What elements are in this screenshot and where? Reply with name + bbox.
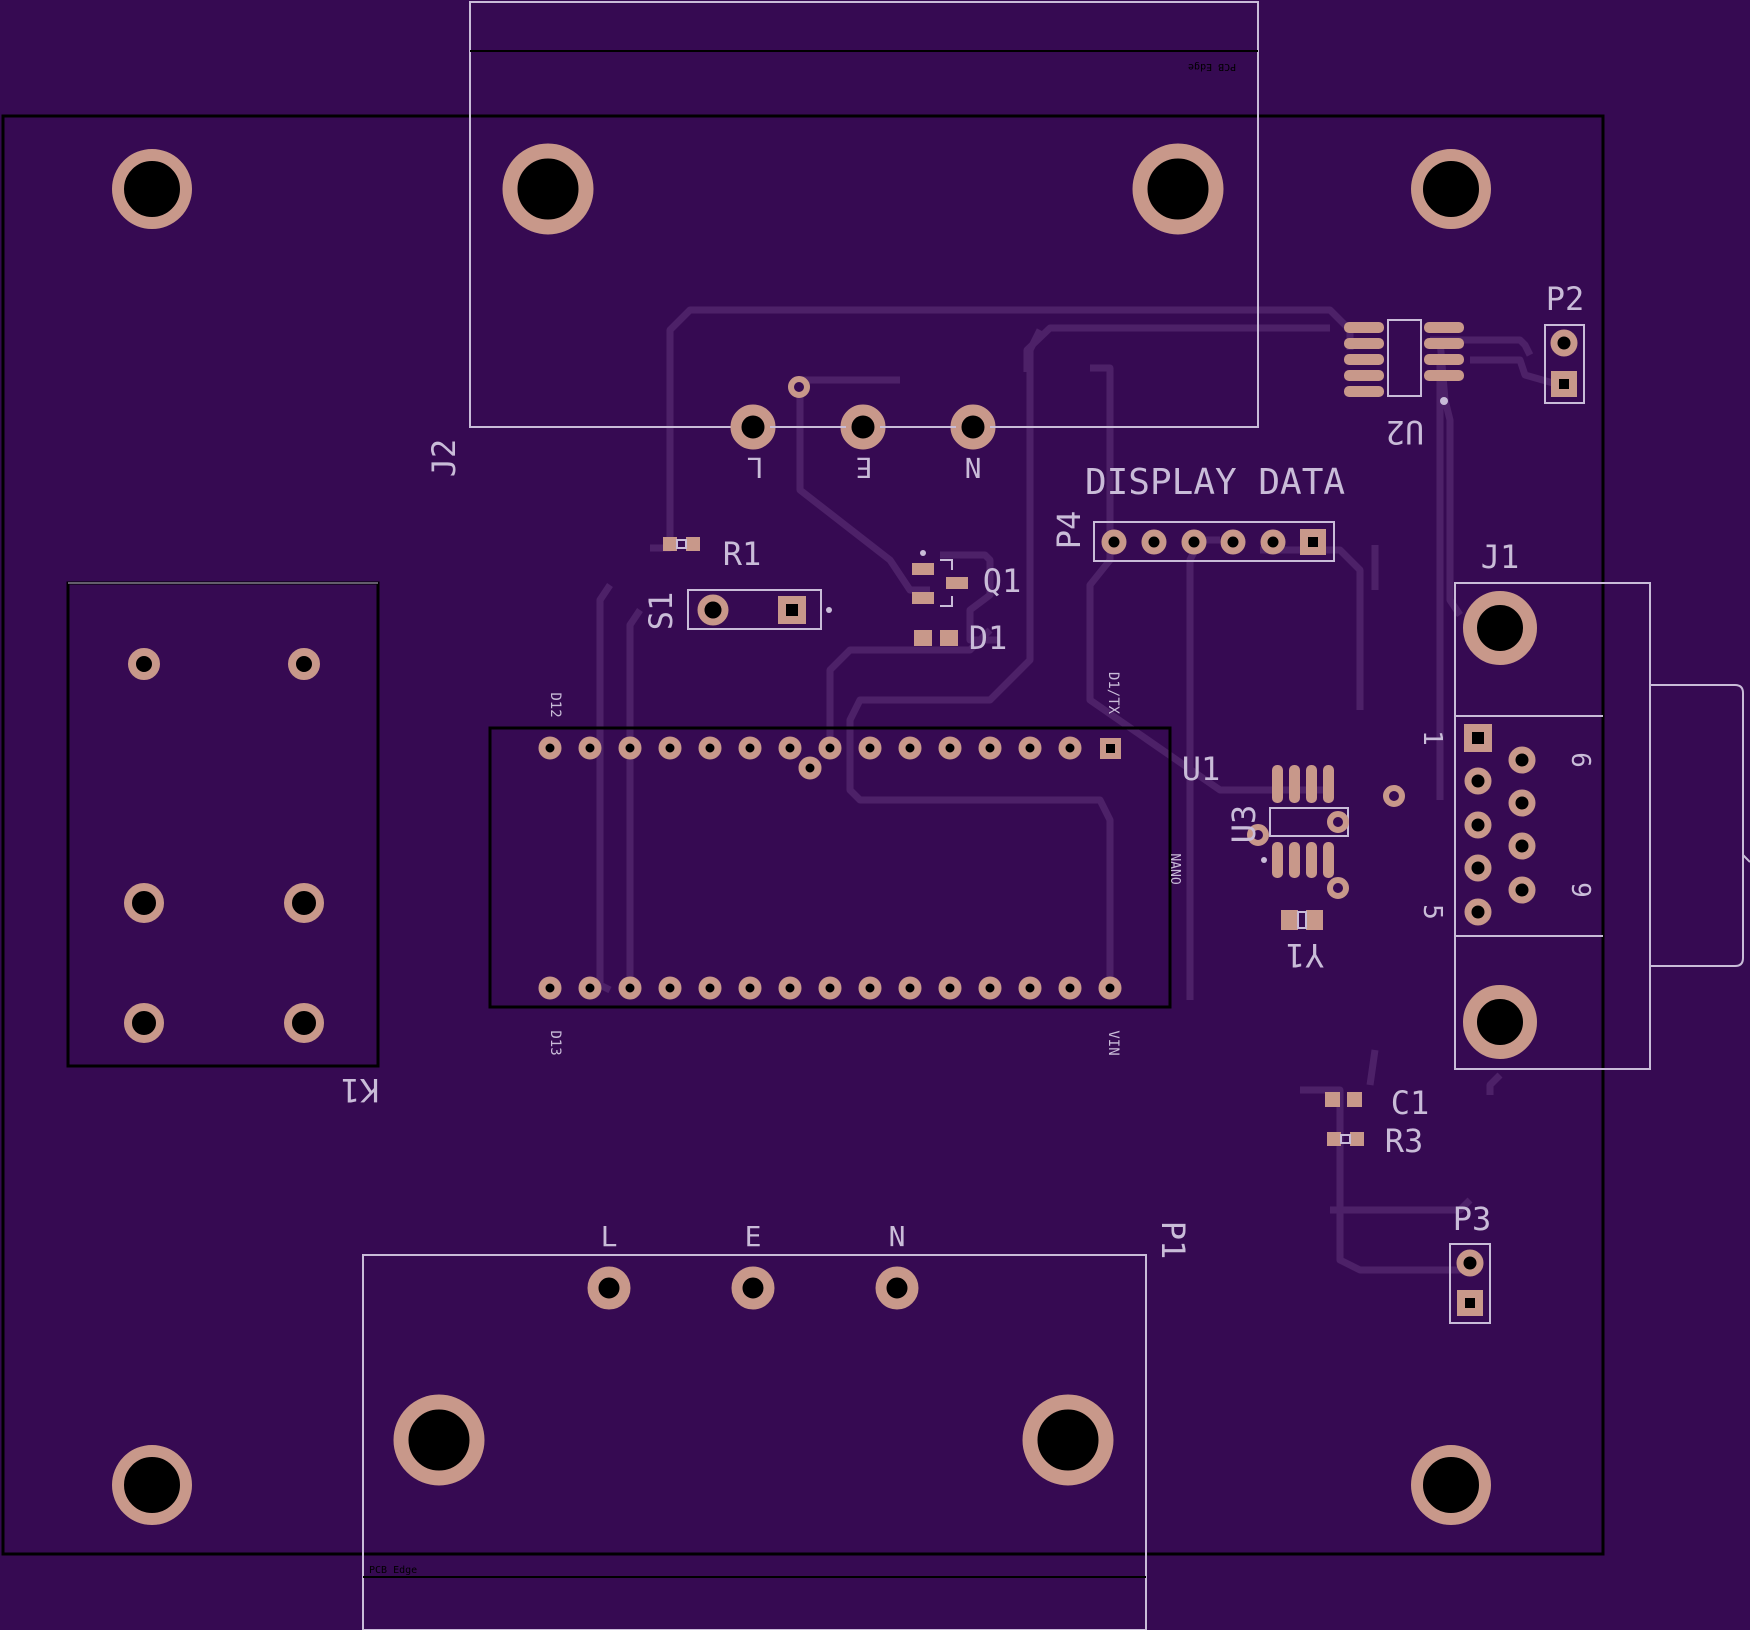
p2-outline xyxy=(1544,324,1585,404)
p1-mount-hole-left xyxy=(393,1394,485,1486)
r1-resistor: R1 xyxy=(663,535,761,573)
display-data-label: DISPLAY DATA xyxy=(1085,462,1345,503)
j2-mount-hole-right xyxy=(1132,143,1224,235)
y1-crystal: Y1 xyxy=(1281,910,1324,974)
p4-header: DISPLAY DATA P4 xyxy=(1050,462,1345,562)
k1-relay: K1 xyxy=(66,581,380,1109)
p1-pin-n-label: N xyxy=(889,1220,906,1253)
mount-hole-tl xyxy=(112,149,192,229)
via xyxy=(1247,824,1269,846)
p3-header: P3 xyxy=(1449,1200,1492,1324)
j1-pin1-label: 1 xyxy=(1417,730,1447,746)
p1-pin-l xyxy=(587,1266,631,1310)
p1-connector: PCB Edge L E N P1 xyxy=(362,1220,1192,1630)
p2-header: P2 xyxy=(1544,280,1585,404)
p1-outline xyxy=(362,1254,1147,1630)
j2-mount-hole-left xyxy=(502,143,594,235)
u1-nano-label: NANO xyxy=(1167,853,1182,884)
u1-arduino-nano: U1 D12 D1/TX D13 VIN NANO xyxy=(488,672,1221,1056)
d1-diode: D1 xyxy=(914,619,1007,657)
p3-outline xyxy=(1449,1243,1491,1324)
j2-pin-n-label: N xyxy=(965,451,982,484)
u3-label: U3 xyxy=(1225,805,1263,844)
pcb-edge-top-label: PCB Edge xyxy=(1188,61,1236,72)
u1-label: U1 xyxy=(1182,750,1221,788)
p4-outline xyxy=(1093,521,1335,562)
y1-label: Y1 xyxy=(1286,936,1325,974)
r3-label: R3 xyxy=(1385,1122,1424,1160)
j1-mount-top xyxy=(1463,591,1537,665)
j1-pin6-label: 6 xyxy=(1565,752,1595,768)
via xyxy=(788,376,810,398)
c1-label: C1 xyxy=(1391,1084,1430,1122)
u1-d13-label: D13 xyxy=(547,1030,563,1055)
j2-pin-e-label: E xyxy=(856,451,873,484)
via xyxy=(1327,877,1349,899)
u2-chip: U2 xyxy=(1344,319,1464,451)
j1-label: J1 xyxy=(1481,538,1520,576)
u1-d1tx-label: D1/TX xyxy=(1105,672,1121,715)
mounting-holes xyxy=(112,149,1491,1525)
p4-label: P4 xyxy=(1050,511,1088,550)
p2-label: P2 xyxy=(1546,280,1585,318)
j2-pin-e xyxy=(840,404,886,450)
mount-hole-tr xyxy=(1411,149,1491,229)
u2-label: U2 xyxy=(1386,413,1425,451)
u1-outline xyxy=(488,726,1172,1009)
j1-mount-bottom xyxy=(1463,985,1537,1059)
j2-pin-n xyxy=(950,404,996,450)
j1-shell xyxy=(1650,684,1744,967)
j1-pin5-label: 5 xyxy=(1417,904,1447,920)
p1-pin-n xyxy=(875,1266,919,1310)
u2-body xyxy=(1387,319,1422,397)
board-outline xyxy=(1,114,1605,1556)
u1-vin-label: VIN xyxy=(1105,1030,1121,1055)
s1-label: S1 xyxy=(642,592,680,631)
r1-label: R1 xyxy=(723,535,762,573)
d1-label: D1 xyxy=(969,619,1008,657)
c1-capacitor: C1 xyxy=(1325,1084,1429,1122)
j2-label: J2 xyxy=(425,439,463,478)
j2-connector: PCB Edge L E N J2 xyxy=(425,1,1259,484)
j2-pin-l xyxy=(730,404,776,450)
j1-pin9-label: 9 xyxy=(1565,882,1595,898)
via xyxy=(1383,785,1405,807)
j1-db9-connector: J1 1 5 6 9 xyxy=(1417,538,1750,1070)
p1-pin-e xyxy=(731,1266,775,1310)
p3-label: P3 xyxy=(1453,1200,1492,1238)
r3-resistor: R3 xyxy=(1327,1122,1423,1160)
u1-d12-label: D12 xyxy=(547,692,563,717)
pcb-edge-bottom-label: PCB Edge xyxy=(369,1565,417,1576)
p1-pin-l-label: L xyxy=(601,1220,618,1253)
q1-label: Q1 xyxy=(983,562,1022,600)
s1-outline xyxy=(687,589,822,630)
mount-hole-bl xyxy=(112,1445,192,1525)
p1-mount-hole-right xyxy=(1022,1394,1114,1486)
q1-transistor: Q1 xyxy=(912,550,1022,607)
p1-label: P1 xyxy=(1154,1221,1192,1260)
traces xyxy=(596,306,1561,1274)
mount-hole-br xyxy=(1411,1445,1491,1525)
u3-chip: U3 xyxy=(1225,765,1405,899)
p1-pin-e-label: E xyxy=(745,1220,762,1253)
s1-switch: S1 xyxy=(642,589,832,631)
j2-pin-l-label: L xyxy=(747,451,764,484)
j1-outline xyxy=(1454,582,1651,1070)
via xyxy=(1327,811,1349,833)
k1-label: K1 xyxy=(341,1071,380,1109)
